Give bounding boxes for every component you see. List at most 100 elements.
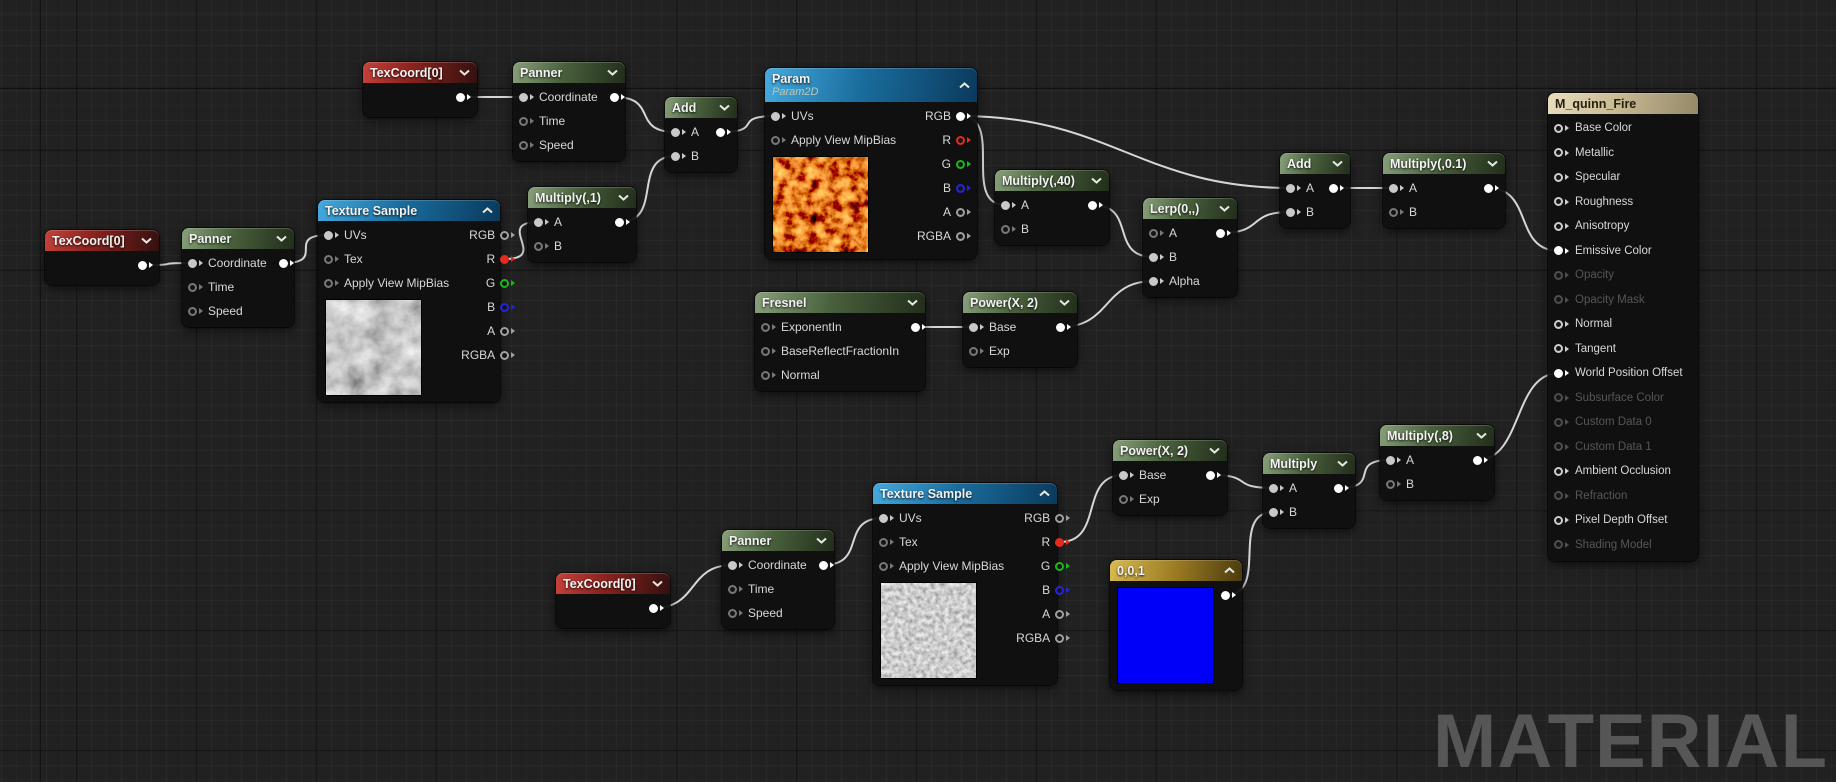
chevron-down-icon[interactable] [816, 537, 827, 544]
output-pin-RGB[interactable] [956, 111, 971, 121]
input-pin-Speed[interactable] [728, 608, 743, 618]
input-pin-Coordinate[interactable] [728, 560, 743, 570]
input-pin-Base[interactable] [969, 322, 984, 332]
wire[interactable] [1058, 474, 1125, 543]
output-pin-out[interactable] [1484, 183, 1499, 193]
output-pin-out[interactable] [1088, 200, 1103, 210]
output-pin-RGB[interactable] [1055, 513, 1071, 523]
input-pin-Custom Data 0[interactable] [1554, 417, 1569, 427]
node-header[interactable]: M_quinn_Fire [1548, 93, 1698, 114]
output-pin-out[interactable] [1216, 228, 1231, 238]
input-pin-B[interactable] [1149, 252, 1164, 262]
input-pin-Specular[interactable] [1554, 172, 1569, 182]
node-header[interactable]: TexCoord[0] [556, 573, 670, 594]
wire[interactable] [613, 96, 677, 133]
chevron-down-icon[interactable] [607, 69, 618, 76]
output-pin-G[interactable] [500, 278, 516, 288]
node-texcoord-top[interactable]: TexCoord[0] [363, 62, 477, 117]
input-pin-UVs[interactable] [324, 230, 339, 240]
input-pin-Shading Model[interactable] [1554, 540, 1569, 550]
node-header[interactable]: Add [1280, 153, 1350, 174]
input-pin-Anisotropy[interactable] [1554, 221, 1569, 231]
chevron-down-icon[interactable] [1209, 447, 1220, 454]
node-header[interactable]: TexCoord[0] [363, 62, 477, 83]
input-pin-Time[interactable] [728, 584, 743, 594]
input-pin-A[interactable] [1286, 183, 1301, 193]
output-pin-out[interactable] [615, 217, 630, 227]
input-pin-Normal[interactable] [761, 370, 776, 380]
input-pin-Apply View MipBias[interactable] [324, 278, 339, 288]
input-pin-Time[interactable] [188, 282, 203, 292]
output-pin-R[interactable] [956, 135, 971, 145]
input-pin-Base Color[interactable] [1554, 123, 1569, 133]
output-pin-B[interactable] [1055, 585, 1071, 595]
chevron-down-icon[interactable] [907, 299, 918, 306]
input-pin-A[interactable] [1389, 183, 1404, 193]
input-pin-A[interactable] [671, 127, 686, 137]
chevron-down-icon[interactable] [1337, 460, 1348, 467]
input-pin-A[interactable] [534, 217, 549, 227]
node-header[interactable]: Texture Sample [318, 200, 500, 221]
input-pin-Ambient Occlusion[interactable] [1554, 466, 1569, 476]
node-header[interactable]: Fresnel [755, 292, 925, 313]
chevron-down-icon[interactable] [1476, 432, 1487, 439]
output-pin-out[interactable] [818, 560, 834, 570]
chevron-up-icon[interactable] [959, 81, 970, 89]
chevron-down-icon[interactable] [1332, 160, 1343, 167]
chevron-down-icon[interactable] [1091, 177, 1102, 184]
input-pin-Apply View MipBias[interactable] [879, 561, 894, 571]
node-header[interactable]: Multiply(,40) [995, 170, 1109, 191]
input-pin-Opacity[interactable] [1554, 270, 1569, 280]
node-texcoord-bottom[interactable]: TexCoord[0] [556, 573, 670, 628]
input-pin-B[interactable] [1001, 224, 1016, 234]
output-pin-out[interactable] [649, 603, 664, 613]
output-pin-out[interactable] [138, 260, 153, 270]
node-header[interactable]: 0,0,1 [1110, 560, 1242, 581]
output-pin-RGBA[interactable] [1055, 633, 1071, 643]
input-pin-BaseReflectFractionIn[interactable] [761, 346, 776, 356]
input-pin-B[interactable] [1269, 507, 1284, 517]
input-pin-Custom Data 1[interactable] [1554, 442, 1569, 452]
output-pin-R[interactable] [500, 254, 516, 264]
output-pin-out[interactable] [609, 92, 625, 102]
chevron-down-icon[interactable] [618, 194, 629, 201]
input-pin-Speed[interactable] [188, 306, 203, 316]
chevron-down-icon[interactable] [652, 580, 663, 587]
input-pin-ExponentIn[interactable] [761, 322, 776, 332]
output-pin-out[interactable] [1056, 322, 1071, 332]
input-pin-A[interactable] [1269, 483, 1284, 493]
input-pin-B[interactable] [1389, 207, 1404, 217]
input-pin-B[interactable] [534, 241, 549, 251]
input-pin-B[interactable] [1386, 479, 1401, 489]
output-pin-out[interactable] [1329, 183, 1344, 193]
wire[interactable] [959, 115, 1292, 189]
input-pin-Emissive Color[interactable] [1554, 246, 1569, 256]
chevron-up-icon[interactable] [1224, 567, 1235, 574]
chevron-up-icon[interactable] [1039, 490, 1050, 497]
node-const-001[interactable]: 0,0,1 [1110, 560, 1242, 690]
node-header[interactable]: Add [665, 97, 737, 118]
input-pin-A[interactable] [1149, 228, 1164, 238]
output-pin-RGBA[interactable] [956, 231, 971, 241]
node-header[interactable]: Power(X, 2) [1113, 440, 1227, 461]
output-pin-out[interactable] [1473, 455, 1488, 465]
output-pin-out[interactable] [911, 322, 927, 332]
input-pin-A[interactable] [1386, 455, 1401, 465]
node-header[interactable]: Power(X, 2) [963, 292, 1077, 313]
output-pin-B[interactable] [500, 302, 516, 312]
node-header[interactable]: Panner [513, 62, 625, 83]
input-pin-UVs[interactable] [771, 111, 786, 121]
node-header[interactable]: Lerp(0,,) [1143, 198, 1237, 219]
input-pin-A[interactable] [1001, 200, 1016, 210]
